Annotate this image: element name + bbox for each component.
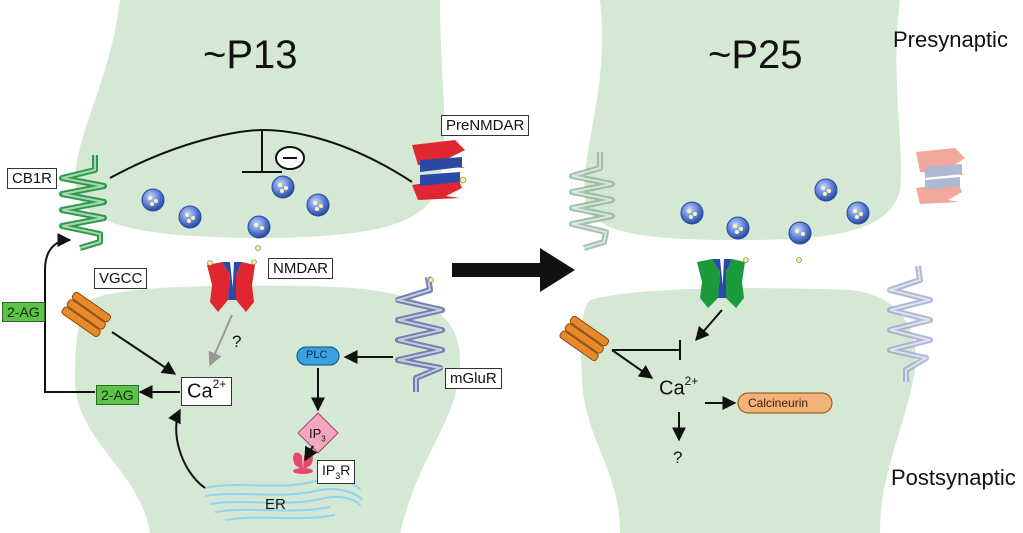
- faded-prenmdar-receptor-icon: [916, 148, 965, 204]
- right-vgcc-channel-icon: [559, 315, 610, 362]
- prenmdar-label: PreNMDAR: [441, 115, 530, 136]
- ip3-label: IP3: [309, 426, 326, 444]
- vgcc-channel-icon: [61, 291, 112, 338]
- two-ag-retrograde-label: 2-AG: [2, 302, 45, 322]
- er-organelle-icon: [204, 478, 363, 521]
- vgcc-label: VGCC: [94, 268, 148, 289]
- right-signaling-arrows: [611, 309, 737, 442]
- left-vesicles: [141, 175, 330, 251]
- nmdar-question-mark: ?: [232, 332, 242, 351]
- calcineurin-pill-icon: [737, 392, 833, 414]
- developmental-transition-arrow: [452, 248, 575, 292]
- plc-label: PLC: [306, 349, 328, 361]
- mglur-label: mGluR: [445, 368, 502, 389]
- cb1r-prenmdar-inhibition-curve: [109, 128, 413, 183]
- plc-enzyme-icon: [296, 346, 340, 366]
- nmdar-label: NMDAR: [268, 258, 333, 279]
- nmdar-receptor-icon: [207, 259, 257, 312]
- two-ag-production-label: 2-AG: [96, 385, 139, 405]
- left-postsynaptic-terminal: [75, 285, 460, 533]
- presynaptic-label: Presynaptic: [893, 27, 1008, 52]
- mature-nmdar-receptor-icon: [697, 257, 749, 308]
- calcineurin-label: Calcineurin: [748, 396, 809, 410]
- nmdar-uncertain-arrow: [208, 314, 233, 367]
- right-calcium-label: Ca2+: [659, 374, 699, 400]
- left-signaling-arrows: [44, 233, 393, 489]
- postsynaptic-label: Postsynaptic: [891, 465, 1016, 490]
- right-panel-title: ~P25: [708, 33, 803, 77]
- left-calcium-label: Ca2+: [181, 377, 233, 406]
- cb1r-label: CB1R: [7, 168, 58, 189]
- inhibition-minus-icon: [275, 146, 305, 170]
- ip3-molecule-icon: [297, 412, 339, 454]
- left-panel-title: ~P13: [203, 33, 298, 77]
- right-vesicles: [680, 178, 870, 263]
- right-question-mark: ?: [673, 448, 683, 467]
- left-presynaptic-terminal: [75, 0, 445, 238]
- er-label: ER: [265, 496, 286, 513]
- ip3r-label: IP3R: [317, 460, 356, 484]
- prenmdar-receptor-icon: [412, 140, 467, 200]
